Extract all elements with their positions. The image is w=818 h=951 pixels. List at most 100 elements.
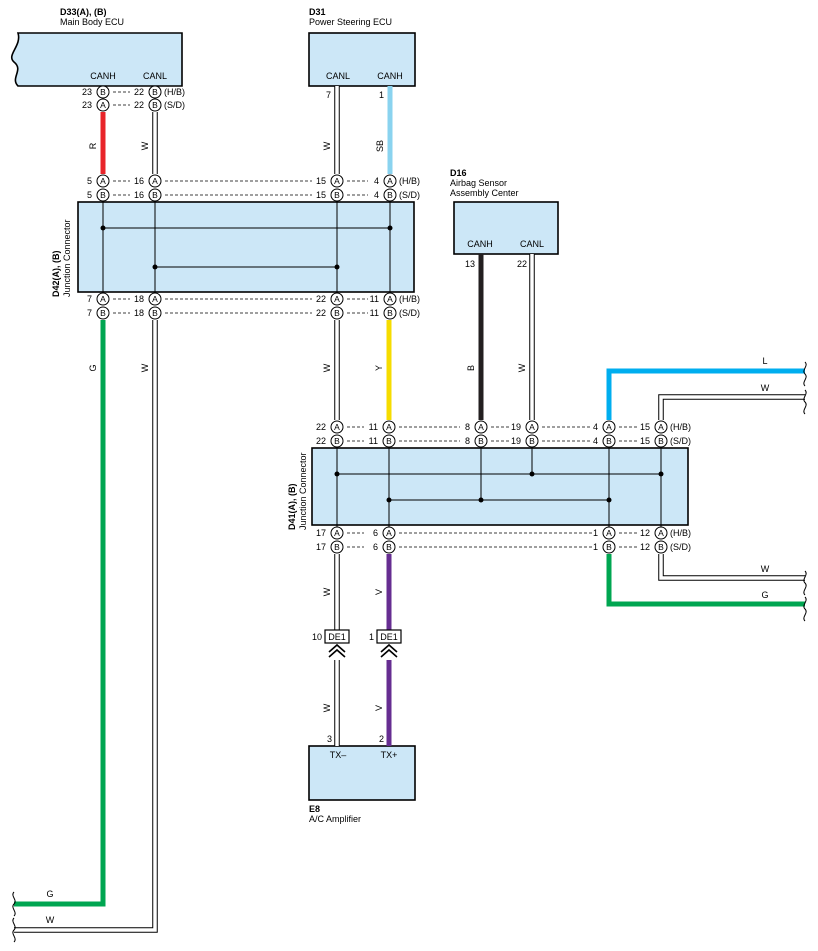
pin-circle bbox=[96, 98, 110, 112]
pin-number: 11 bbox=[370, 308, 379, 318]
pin-circle bbox=[602, 540, 616, 554]
pin-letter: A bbox=[334, 176, 340, 186]
wire-label-v: V bbox=[374, 589, 384, 595]
d41-name: Junction Connector bbox=[298, 452, 308, 530]
pin-letter: B bbox=[334, 190, 340, 200]
suffix-sd: (S/D) bbox=[164, 100, 185, 110]
pin-letter: B bbox=[100, 87, 106, 97]
d41-top-pins: 22 A 11 A 8 A 19 A 4 A 15 A (H/B) 22 B 1… bbox=[316, 420, 691, 448]
d42-name: Junction Connector bbox=[62, 219, 72, 297]
e8-ac-amplifier: TX– TX+ E8 A/C Amplifier bbox=[308, 745, 416, 824]
de1-left-box bbox=[324, 629, 350, 644]
wire-break-marks bbox=[12, 361, 807, 943]
pin-circle bbox=[382, 526, 396, 540]
pin-number: 22 bbox=[316, 308, 326, 318]
pin-letter: B bbox=[152, 190, 158, 200]
de1-left-label: DE1 bbox=[328, 632, 346, 642]
pin-letter: A bbox=[100, 294, 106, 304]
d33-id: D33(A), (B) bbox=[60, 7, 107, 17]
pin-number: 11 bbox=[369, 422, 378, 432]
d31-id: D31 bbox=[309, 7, 326, 17]
pin-letter: B bbox=[386, 436, 392, 446]
pin-circle bbox=[654, 540, 668, 554]
d33-canh-label: CANH bbox=[90, 71, 116, 81]
wire-green bbox=[606, 554, 805, 607]
wire-color-labels: R W W SB G W W Y B W L W W G W V W V G W bbox=[46, 140, 770, 925]
pin-circle bbox=[96, 188, 110, 202]
pin-number: 4 bbox=[374, 176, 379, 186]
wire-label-w: W bbox=[140, 363, 150, 372]
pin-letter: B bbox=[334, 542, 340, 552]
pin-number: 15 bbox=[316, 176, 326, 186]
pin-number: 6 bbox=[373, 528, 378, 538]
pin-letter: B bbox=[152, 87, 158, 97]
pin-circle bbox=[474, 434, 488, 448]
pin-number: 18 bbox=[134, 294, 144, 304]
pin-number: 8 bbox=[465, 436, 470, 446]
wire-white bbox=[14, 320, 158, 933]
wire-label-w: W bbox=[322, 703, 332, 712]
pin-letter: A bbox=[478, 422, 484, 432]
wire-label-v: V bbox=[374, 705, 384, 711]
pin-number: 15 bbox=[316, 190, 326, 200]
d31-pin-number-canh: 1 bbox=[379, 90, 384, 100]
d33-pins: 23 B 22 B (H/B) 23 A 22 B (S/D) bbox=[82, 85, 185, 112]
wire-white bbox=[658, 554, 805, 581]
d31-pin-number-canl: 7 bbox=[326, 90, 331, 100]
wire-label-g: G bbox=[761, 590, 768, 600]
pin-circle bbox=[96, 174, 110, 188]
pin-letter: A bbox=[658, 422, 664, 432]
pin-letter: B bbox=[100, 190, 106, 200]
suffix-sd: (S/D) bbox=[670, 542, 691, 552]
pin-letter: B bbox=[152, 100, 158, 110]
d16-canl-label: CANL bbox=[520, 239, 544, 249]
pin-number: 18 bbox=[134, 308, 144, 318]
pin-number: 5 bbox=[87, 176, 92, 186]
e8-txp-label: TX+ bbox=[381, 750, 398, 760]
pin-circle bbox=[96, 306, 110, 320]
suffix-hb: (H/B) bbox=[164, 87, 185, 97]
pin-letter: A bbox=[100, 100, 106, 110]
wire-label-w: W bbox=[517, 363, 527, 372]
pin-letter: B bbox=[606, 436, 612, 446]
pin-letter: B bbox=[152, 308, 158, 318]
pin-letter: A bbox=[334, 294, 340, 304]
d16-canh-label: CANH bbox=[467, 239, 493, 249]
de1-connector: 10 DE1 1 DE1 bbox=[312, 629, 402, 658]
d31-canl-label: CANL bbox=[326, 71, 350, 81]
pin-circle bbox=[654, 434, 668, 448]
pin-letter: B bbox=[529, 436, 535, 446]
d42-top-pins: 5 A 16 A 15 A 4 A (H/B) 5 B 16 B 15 B 4 … bbox=[87, 174, 420, 202]
pin-circle bbox=[330, 540, 344, 554]
pin-letter: A bbox=[100, 176, 106, 186]
wire-label-r: R bbox=[88, 142, 98, 149]
wire-white bbox=[658, 394, 805, 420]
pin-number: 1 bbox=[593, 542, 598, 552]
pin-number: 23 bbox=[82, 100, 92, 110]
pin-number: 22 bbox=[316, 422, 326, 432]
de1-right-chevron-icon bbox=[380, 643, 398, 658]
d42-box bbox=[77, 201, 415, 293]
pin-circle bbox=[148, 174, 162, 188]
de1-right-box bbox=[376, 629, 402, 644]
pin-circle bbox=[330, 434, 344, 448]
d16-airbag-sensor: D16 Airbag Sensor Assembly Center CANH C… bbox=[450, 168, 559, 255]
pin-letter: A bbox=[606, 422, 612, 432]
pin-circle bbox=[382, 420, 396, 434]
pin-letter: B bbox=[606, 542, 612, 552]
e8-name: A/C Amplifier bbox=[309, 814, 361, 824]
pin-letter: B bbox=[334, 436, 340, 446]
d31-box bbox=[308, 32, 416, 87]
pin-circle bbox=[474, 420, 488, 434]
pin-letter: A bbox=[529, 422, 535, 432]
pin-number: 19 bbox=[511, 436, 521, 446]
wire-label-w: W bbox=[140, 141, 150, 150]
e8-pin-number-txp: 2 bbox=[379, 734, 384, 744]
de1-pin-number-left: 10 bbox=[312, 632, 322, 642]
pin-letter: B bbox=[387, 308, 393, 318]
wire-label-l: L bbox=[762, 356, 767, 366]
pin-letter: A bbox=[334, 422, 340, 432]
wire-label-w: W bbox=[322, 363, 332, 372]
pin-number: 11 bbox=[369, 436, 378, 446]
